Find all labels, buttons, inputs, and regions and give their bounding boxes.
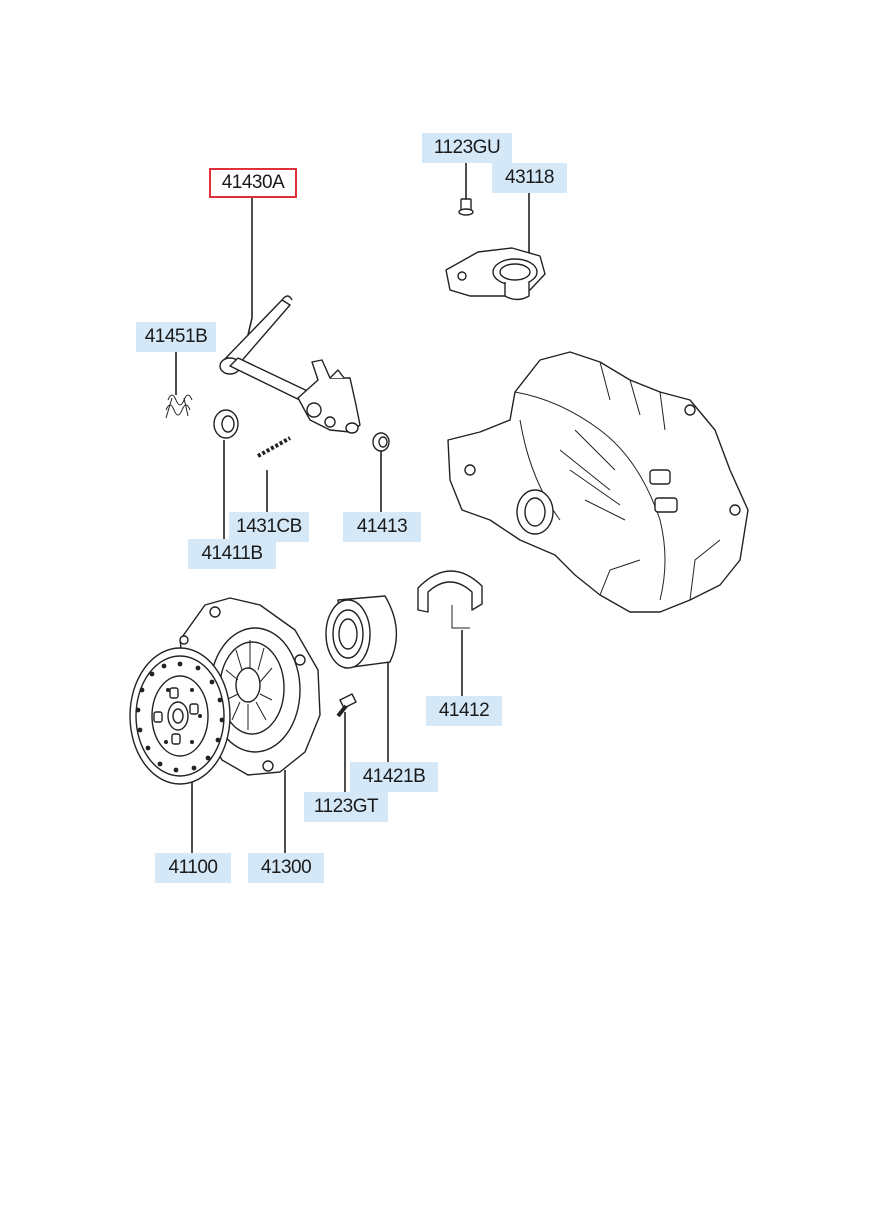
pin-1431CB-drawing xyxy=(257,436,291,458)
clutch-disc-41100-drawing xyxy=(129,647,231,785)
part-callout-41300[interactable]: 41300 xyxy=(248,853,324,883)
release-fork-41430A-drawing xyxy=(219,295,361,434)
leader-lines xyxy=(175,160,530,853)
part-callout-41430A[interactable]: 41430A xyxy=(209,168,297,198)
part-callout-1123GT[interactable]: 1123GT xyxy=(304,792,388,822)
part-callout-41100[interactable]: 41100 xyxy=(155,853,231,883)
part-callout-41413[interactable]: 41413 xyxy=(343,512,421,542)
release-bearing-41421B-drawing xyxy=(325,595,398,669)
part-callout-41421B[interactable]: 41421B xyxy=(350,762,438,792)
leader-41430A-tip xyxy=(247,317,253,336)
part-callout-1431CB[interactable]: 1431CB xyxy=(229,512,309,542)
part-callout-41411B[interactable]: 41411B xyxy=(188,539,276,569)
bolt-1123GU-drawing xyxy=(458,198,474,216)
part-callout-1123GU[interactable]: 1123GU xyxy=(422,133,512,163)
spring-41451B-drawing xyxy=(165,394,193,419)
clip-41412-drawing xyxy=(417,570,483,629)
bolt-1123GT-drawing xyxy=(336,693,357,718)
part-callout-41412[interactable]: 41412 xyxy=(426,696,502,726)
part-callout-43118[interactable]: 43118 xyxy=(492,163,567,193)
bushing-41413-drawing xyxy=(372,432,390,452)
bushing-41411B-drawing xyxy=(213,409,239,439)
transmission-housing-drawing xyxy=(447,351,749,613)
part-callout-41451B[interactable]: 41451B xyxy=(136,322,216,352)
bracket-43118-drawing xyxy=(445,247,546,301)
